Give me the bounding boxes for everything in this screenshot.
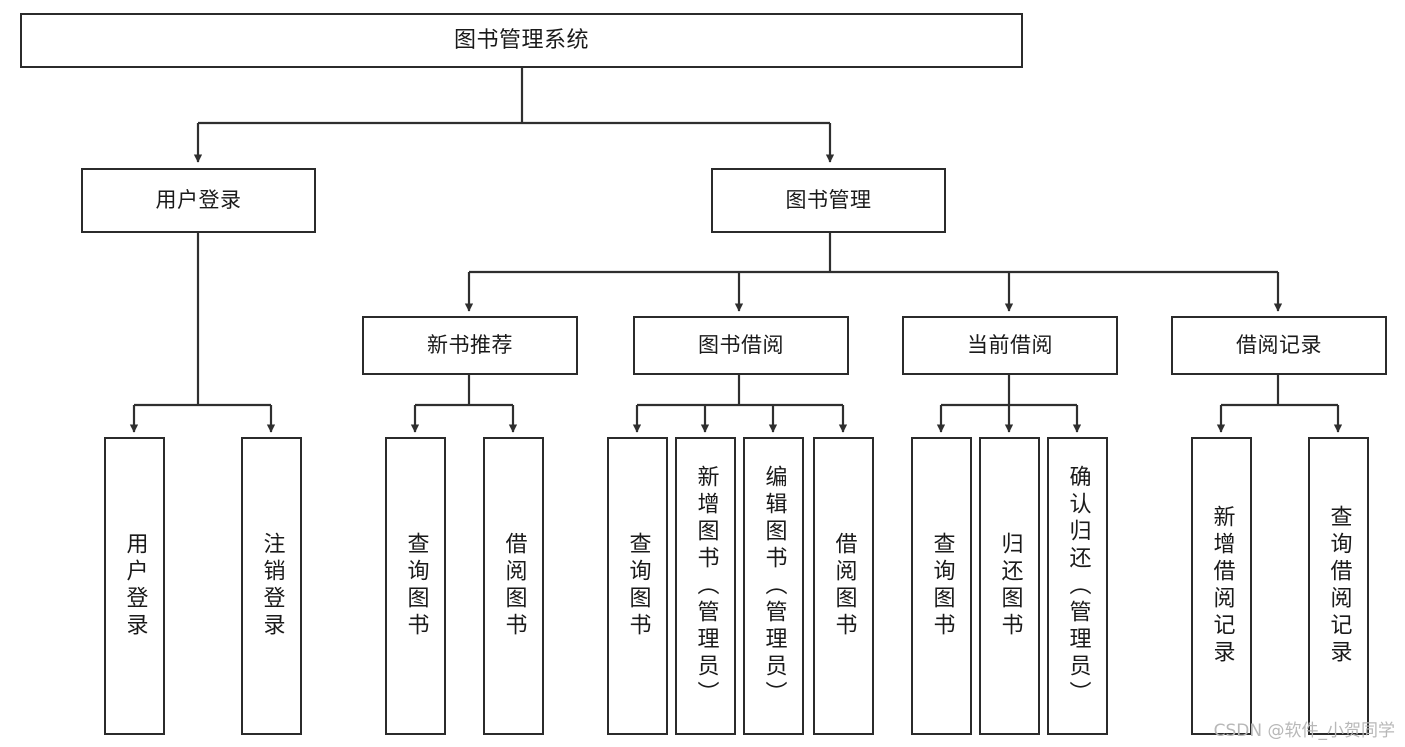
leaf-new-book-1-label: 借阅图书 [501, 532, 527, 640]
node-root-label: 图书管理系统 [453, 27, 589, 53]
node-borrow-record[interactable]: 借阅记录 [1171, 316, 1387, 375]
leaf-borrow-record-1-label: 查询借阅记录 [1326, 505, 1352, 667]
leaf-book-borrow-3[interactable]: 借阅图书 [813, 437, 874, 735]
leaf-book-borrow-3-label: 借阅图书 [831, 532, 857, 640]
leaf-current-borrow-1-label: 归还图书 [997, 532, 1023, 640]
leaf-current-borrow-2[interactable]: 确认归还（管理员） [1047, 437, 1108, 735]
leaf-book-borrow-1-label: 新增图书（管理员） [693, 464, 719, 708]
leaf-user-login-0-label: 用户登录 [122, 532, 148, 640]
leaf-borrow-record-0[interactable]: 新增借阅记录 [1191, 437, 1252, 735]
leaf-borrow-record-1[interactable]: 查询借阅记录 [1308, 437, 1369, 735]
node-borrow-record-label: 借阅记录 [1236, 333, 1322, 358]
leaf-current-borrow-2-label: 确认归还（管理员） [1065, 464, 1091, 708]
node-current-borrow[interactable]: 当前借阅 [902, 316, 1118, 375]
node-book-management[interactable]: 图书管理 [711, 168, 946, 233]
leaf-book-borrow-2-label: 编辑图书（管理员） [761, 464, 787, 708]
node-current-borrow-label: 当前借阅 [967, 333, 1053, 358]
leaf-book-borrow-0-label: 查询图书 [625, 532, 651, 640]
node-book-borrow-label: 图书借阅 [698, 333, 784, 358]
leaf-book-borrow-0[interactable]: 查询图书 [607, 437, 668, 735]
leaf-user-login-0[interactable]: 用户登录 [104, 437, 165, 735]
leaf-borrow-record-0-label: 新增借阅记录 [1209, 505, 1235, 667]
leaf-book-borrow-1[interactable]: 新增图书（管理员） [675, 437, 736, 735]
leaf-new-book-0[interactable]: 查询图书 [385, 437, 446, 735]
node-new-book-recommend-label: 新书推荐 [427, 333, 513, 358]
node-root-book-management-system[interactable]: 图书管理系统 [20, 13, 1023, 68]
node-book-management-label: 图书管理 [785, 188, 872, 213]
leaf-current-borrow-0-label: 查询图书 [929, 532, 955, 640]
node-book-borrow[interactable]: 图书借阅 [633, 316, 849, 375]
leaf-new-book-0-label: 查询图书 [403, 532, 429, 640]
leaf-current-borrow-1[interactable]: 归还图书 [979, 437, 1040, 735]
leaf-current-borrow-0[interactable]: 查询图书 [911, 437, 972, 735]
leaf-book-borrow-2[interactable]: 编辑图书（管理员） [743, 437, 804, 735]
leaf-new-book-1[interactable]: 借阅图书 [483, 437, 544, 735]
leaf-user-login-1-label: 注销登录 [259, 532, 285, 640]
leaf-user-login-1[interactable]: 注销登录 [241, 437, 302, 735]
node-user-login[interactable]: 用户登录 [81, 168, 316, 233]
node-user-login-label: 用户登录 [155, 188, 242, 213]
node-new-book-recommend[interactable]: 新书推荐 [362, 316, 578, 375]
